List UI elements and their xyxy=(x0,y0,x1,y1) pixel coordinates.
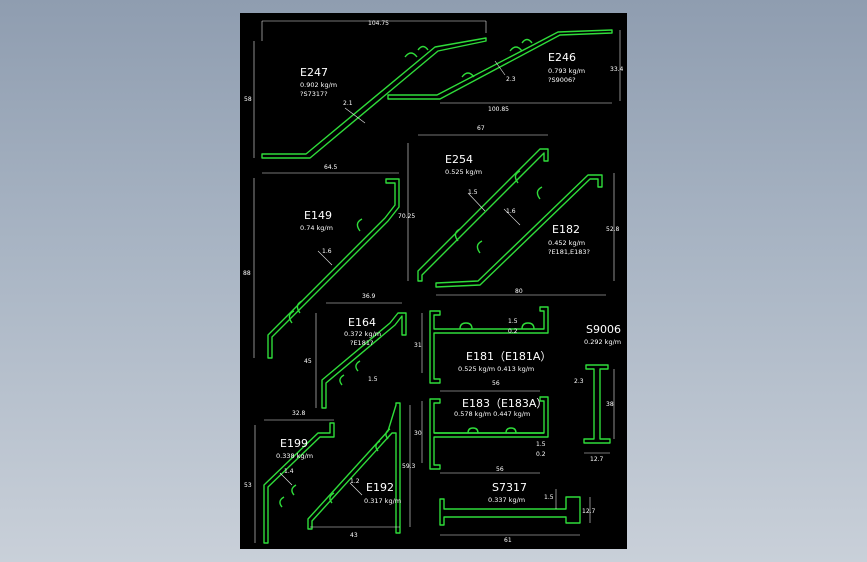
profile-e246-outline xyxy=(387,29,613,100)
e247-dim-height: 58 xyxy=(244,96,252,103)
e149-code: E149 xyxy=(304,209,332,222)
e182-weight: 0.452 kg/m xyxy=(548,239,585,247)
e164-dim-width: 36.9 xyxy=(362,293,376,300)
profile-s9006-outline xyxy=(583,364,611,444)
profile-e149: 64.5 88 1.6 E149 0.74 kg/m xyxy=(243,164,400,359)
e246-note: ?S9006? xyxy=(548,76,576,84)
e247-dim-width: 104.75 xyxy=(368,20,389,27)
e164-note: ?E181? xyxy=(350,339,373,347)
e246-dim-height: 33.4 xyxy=(610,66,624,73)
profile-e183-outline xyxy=(429,396,549,470)
e246-dim-thickness: 2.3 xyxy=(506,76,516,83)
s9006-code: S9006 xyxy=(586,323,621,336)
e181-code: E181（E181A） xyxy=(466,350,551,363)
e183-dim-lip: 1.5 xyxy=(536,441,546,448)
e192-code: E192 xyxy=(366,481,394,494)
e149-weight: 0.74 kg/m xyxy=(300,224,333,232)
s9006-dim-height: 38 xyxy=(606,401,614,408)
profile-s9006: 38 2.3 12.7 S9006 0.292 kg/m xyxy=(574,323,621,463)
e254-dim-height: 70.25 xyxy=(398,213,415,220)
e164-code: E164 xyxy=(348,316,376,329)
e181-dim-height: 31 xyxy=(414,342,422,349)
e246-code: E246 xyxy=(548,51,576,64)
e183-dim-height: 30 xyxy=(414,430,422,437)
cad-drawing: 104.75 58 2.1 E247 0.902 kg/m ?S7317? 33… xyxy=(243,20,624,544)
e254-dim-width: 67 xyxy=(477,125,485,132)
profile-e199-outline xyxy=(263,422,335,544)
e181-dim-width: 56 xyxy=(492,380,500,387)
profile-e183: 30 1.5 0.2 56 E183（E183A） 0.578 kg/m 0.4… xyxy=(414,396,549,474)
profile-e254: 67 70.25 1.5 E254 0.525 kg/m xyxy=(398,125,549,282)
e192-dim-width: 43 xyxy=(350,532,358,539)
e183-code: E183（E183A） xyxy=(462,397,547,410)
profile-e181: 31 1.5 0.2 56 E181（E181A） 0.525 kg/m 0.4… xyxy=(414,306,551,392)
e247-code: E247 xyxy=(300,66,328,79)
e183-weights: 0.578 kg/m 0.447 kg/m xyxy=(454,410,530,418)
profile-e247-outline xyxy=(261,37,487,159)
e149-dim-width: 64.5 xyxy=(324,164,338,171)
e181-dim-gap: 0.2 xyxy=(508,328,518,335)
s9006-dim-width: 12.7 xyxy=(590,456,604,463)
s7317-dim-height: 12.7 xyxy=(582,508,596,515)
e164-dim-height: 45 xyxy=(304,358,312,365)
profile-e182: 80 52.8 1.6 E182 0.452 kg/m ?E181,E183? xyxy=(435,173,620,296)
e181-dim-lip: 1.5 xyxy=(508,318,518,325)
e247-weight: 0.902 kg/m xyxy=(300,81,337,89)
e199-dim-thickness: 1.4 xyxy=(284,468,294,475)
s9006-weight: 0.292 kg/m xyxy=(584,338,621,346)
s7317-weight: 0.337 kg/m xyxy=(488,496,525,504)
e183-dim-width: 56 xyxy=(496,466,504,473)
e199-weight: 0.338 kg/m xyxy=(276,452,313,460)
drawing-sheet: 104.75 58 2.1 E247 0.902 kg/m ?S7317? 33… xyxy=(240,13,627,549)
s9006-dim-flange: 2.3 xyxy=(574,378,584,385)
e246-dim-width: 100.85 xyxy=(488,106,509,113)
e246-weight: 0.793 kg/m xyxy=(548,67,585,75)
e182-dim-height: 52.8 xyxy=(606,226,620,233)
e149-dim-thickness: 1.6 xyxy=(322,248,332,255)
e247-dim-thickness: 2.1 xyxy=(343,100,353,107)
e192-weight: 0.317 kg/m xyxy=(364,497,401,505)
e254-weight: 0.525 kg/m xyxy=(445,168,482,176)
profile-e182-outline xyxy=(435,174,603,288)
profile-e199: 32.8 53 1.4 E199 0.338 kg/m xyxy=(244,410,335,544)
e182-code: E182 xyxy=(552,223,580,236)
e181-weights: 0.525 kg/m 0.413 kg/m xyxy=(458,365,534,373)
e164-weight: 0.372 kg/m xyxy=(344,330,381,338)
profile-e192: 1.2 59.3 43 E192 0.317 kg/m xyxy=(307,402,416,539)
e192-dim-thickness: 1.2 xyxy=(350,478,360,485)
profile-e247: 104.75 58 2.1 E247 0.902 kg/m ?S7317? xyxy=(244,20,487,159)
profile-s7317: 61 12.7 1.5 S7317 0.337 kg/m xyxy=(439,481,596,544)
profile-e254-outline xyxy=(417,148,549,282)
e183-dim-gap: 0.2 xyxy=(536,451,546,458)
e182-note: ?E181,E183? xyxy=(548,248,590,256)
profile-e164-outline xyxy=(321,312,407,409)
profile-s7317-outline xyxy=(439,496,581,526)
e199-dim-height: 53 xyxy=(244,482,252,489)
e254-code: E254 xyxy=(445,153,473,166)
e164-dim-thickness: 1.5 xyxy=(368,376,378,383)
e247-note: ?S7317? xyxy=(300,90,328,98)
s7317-code: S7317 xyxy=(492,481,527,494)
e199-dim-width: 32.8 xyxy=(292,410,306,417)
profile-e246: 33.4 100.85 2.3 E246 0.793 kg/m ?S9006? xyxy=(387,29,624,113)
profile-e192-outline xyxy=(307,402,401,534)
s7317-dim-thickness: 1.5 xyxy=(544,494,554,501)
profile-e149-outline xyxy=(267,178,400,359)
e182-dim-width: 80 xyxy=(515,288,523,295)
profile-e181-outline xyxy=(429,306,549,384)
e149-dim-height: 88 xyxy=(243,270,251,277)
e254-dim-thickness: 1.5 xyxy=(468,189,478,196)
s7317-dim-width: 61 xyxy=(504,537,512,544)
e192-dim-height: 59.3 xyxy=(402,463,416,470)
e182-dim-thickness: 1.6 xyxy=(506,208,516,215)
profile-e164: 36.9 45 1.5 E164 0.372 kg/m ?E181? xyxy=(304,293,407,409)
e199-code: E199 xyxy=(280,437,308,450)
